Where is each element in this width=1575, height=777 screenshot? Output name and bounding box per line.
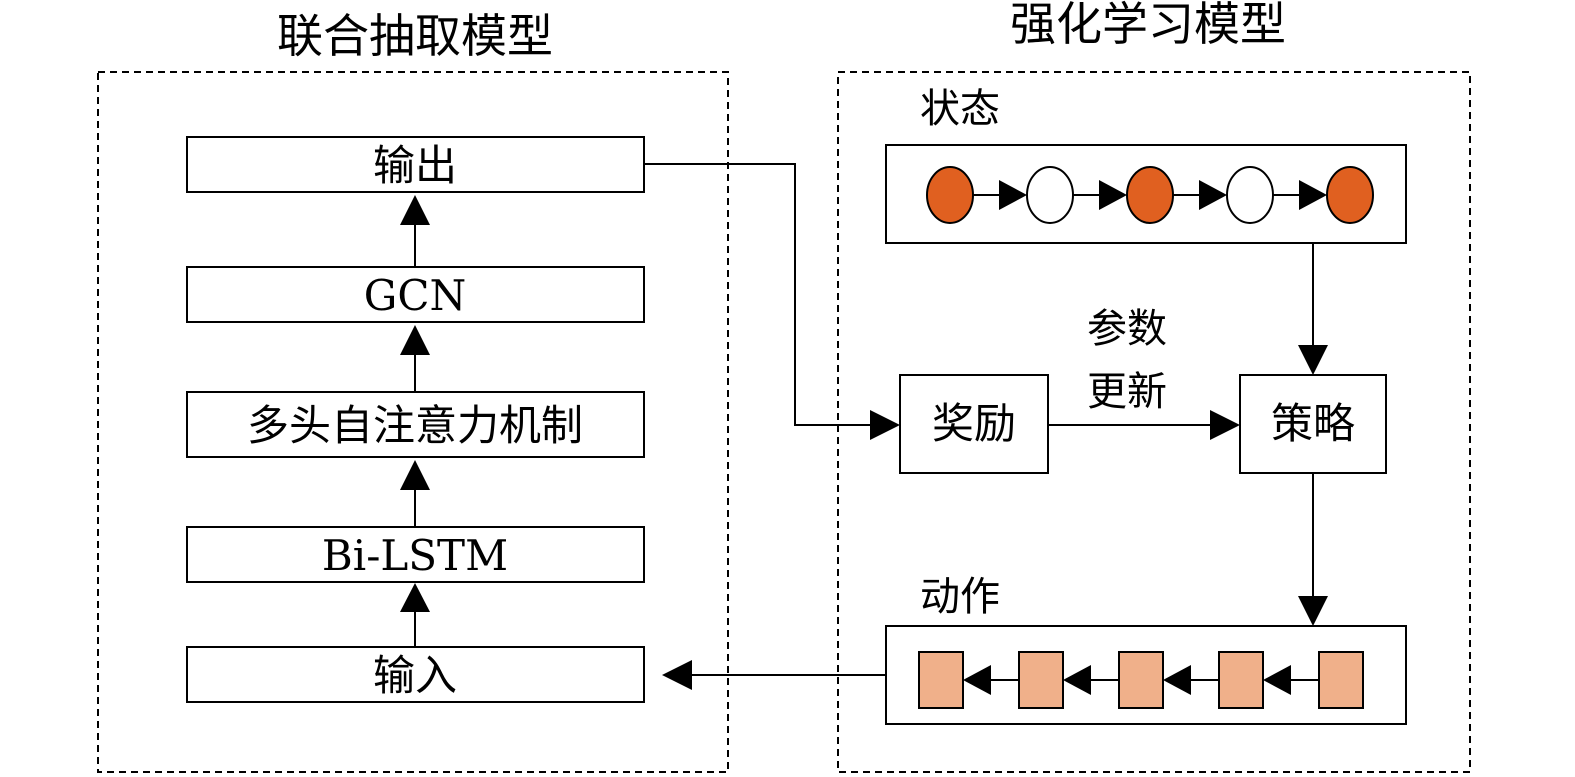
rl-model-frame [837,71,1471,773]
action-node [1318,651,1364,709]
joint-model-frame [97,71,729,773]
reward-label: 奖励 [932,399,1016,448]
action-node [1118,651,1164,709]
input-layer-box [186,646,645,703]
state-link-arrowhead [1299,180,1327,210]
joint-model-title: 联合抽取模型 [277,9,553,63]
state-node-filled [1326,166,1374,224]
state-link-arrowhead [1099,180,1127,210]
action-label: 动作 [920,574,1000,620]
state-node-empty [1226,166,1274,224]
bilstm-layer-label: Bi-LSTM [322,531,508,580]
param-update-label-line1: 参数 [1087,306,1167,352]
policy-to-action-arrow [1298,473,1328,626]
policy-label: 策略 [1271,399,1355,448]
rl-model-title: 强化学习模型 [1010,0,1286,51]
output-to-reward-arrow [644,163,900,440]
state-to-policy-arrow [1298,243,1328,375]
gcn-layer-box [186,266,645,323]
action-node [918,651,964,709]
action-sequence [918,651,1364,709]
input-layer-label: 输入 [373,651,457,700]
policy-box [1239,374,1387,474]
reward-box [899,374,1049,474]
bilstm-layer-box [186,526,645,583]
gcn-layer-label: GCN [364,271,466,320]
attention-layer-label: 多头自注意力机制 [247,401,583,450]
param-update-label-line2: 更新 [1087,369,1167,415]
layer-arrows [400,195,430,647]
action-link-arrowhead [963,665,991,695]
state-link-arrowhead [1199,180,1227,210]
action-node [1218,651,1264,709]
action-link-arrowhead [1063,665,1091,695]
state-sequence [926,166,1374,224]
action-to-input-arrow [662,660,886,690]
state-node-empty [1026,166,1074,224]
action-link-arrowhead [1163,665,1191,695]
state-label: 状态 [920,86,1000,132]
reward-to-policy-arrow [1048,410,1240,440]
action-node [1018,651,1064,709]
output-layer-label: 输出 [373,141,457,190]
state-link-arrowhead [999,180,1027,210]
state-node-filled [926,166,974,224]
state-node-filled [1126,166,1174,224]
action-link-arrowhead [1263,665,1291,695]
